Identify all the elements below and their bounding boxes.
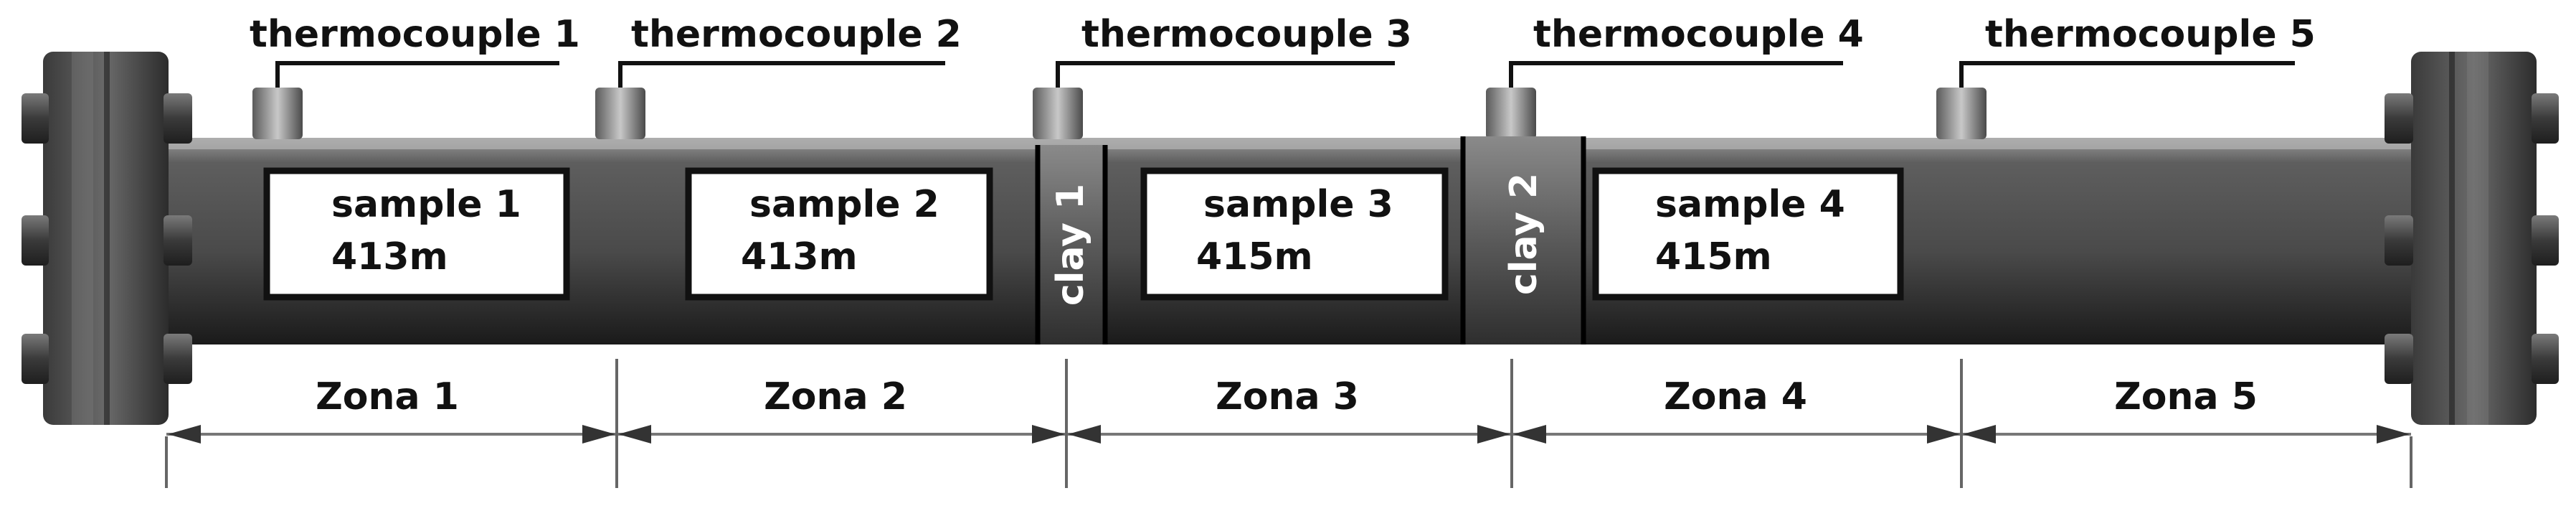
zone-label: Zona 5 — [2114, 375, 2258, 418]
thermocouple-port-icon — [1936, 88, 1987, 139]
arrow-icon — [1032, 425, 1065, 444]
thermocouple-1: thermocouple 1 — [250, 13, 580, 139]
thermocouple-3: thermocouple 3 — [1033, 13, 1412, 139]
arrow-icon — [2377, 425, 2410, 444]
thermocouple-label: thermocouple 5 — [1985, 13, 2316, 56]
zone-label: Zona 2 — [764, 375, 907, 418]
zone-label: Zona 3 — [1216, 375, 1359, 418]
zone-label: Zona 4 — [1664, 375, 1807, 418]
sample-name: sample 3 — [1203, 183, 1393, 226]
arrow-icon — [1963, 425, 1996, 444]
sample-1: sample 1 413m — [263, 167, 570, 301]
arrow-icon — [1513, 425, 1546, 444]
thermocouple-port-icon — [595, 88, 645, 139]
arrow-icon — [1927, 425, 1960, 444]
sample-3: sample 3 415m — [1140, 167, 1449, 301]
sample-name: sample 4 — [1655, 183, 1845, 226]
sample-depth: 413m — [331, 235, 448, 278]
zone-dimension-lines — [165, 359, 2412, 488]
left-bolts-icon — [22, 93, 192, 384]
sample-depth: 413m — [741, 235, 858, 278]
arrow-icon — [168, 425, 201, 444]
thermocouple-2: thermocouple 2 — [595, 13, 962, 139]
sample-4: sample 4 415m — [1592, 167, 1904, 301]
sample-name: sample 2 — [749, 183, 939, 226]
sample-depth: 415m — [1655, 235, 1772, 278]
arrow-icon — [1477, 425, 1510, 444]
sample-depth: 415m — [1196, 235, 1313, 278]
arrow-icon — [618, 425, 651, 444]
clay-label: clay 2 — [1502, 173, 1545, 295]
tube-highlight — [154, 138, 2424, 149]
sample-name: sample 1 — [331, 183, 521, 226]
right-bolts-icon — [2385, 93, 2559, 384]
thermocouple-port-icon — [252, 88, 303, 139]
clay-1: clay 1 — [1035, 145, 1108, 344]
zone-label: Zona 1 — [316, 375, 459, 418]
thermocouple-label: thermocouple 3 — [1081, 13, 1412, 56]
thermocouple-4: thermocouple 4 — [1486, 13, 1864, 139]
clay-label: clay 1 — [1049, 184, 1092, 306]
sample-2: sample 2 413m — [685, 167, 993, 301]
thermocouple-port-icon — [1486, 88, 1536, 139]
thermocouple-label: thermocouple 4 — [1533, 13, 1864, 56]
clay-2: clay 2 — [1460, 136, 1586, 344]
right-flange — [2385, 52, 2559, 425]
left-flange — [22, 52, 192, 425]
arrow-icon — [582, 425, 615, 444]
thermocouple-label: thermocouple 1 — [250, 13, 580, 56]
thermocouple-5: thermocouple 5 — [1936, 13, 2316, 139]
thermocouple-port-icon — [1033, 88, 1083, 139]
thermocouple-label: thermocouple 2 — [631, 13, 962, 56]
arrow-icon — [1068, 425, 1101, 444]
